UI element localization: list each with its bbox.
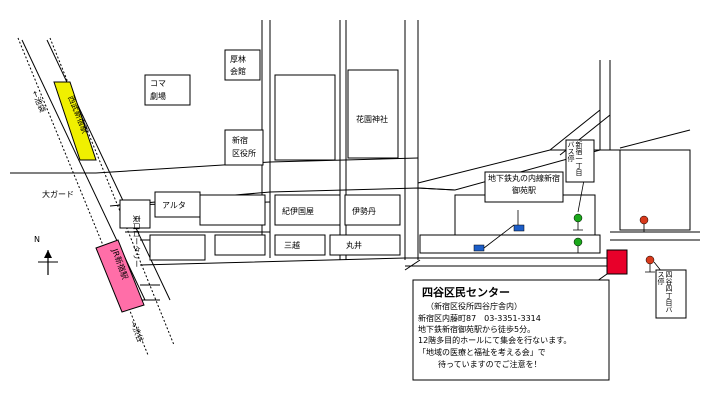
mitsukoshi-label: 三越 (284, 240, 300, 250)
north-arrow: N (34, 235, 58, 275)
bus-stop-icon (645, 255, 655, 265)
center-theme: 「地域の医療と福祉を考える会」で (418, 347, 546, 357)
signal-icon (573, 237, 583, 247)
gekijo-label: 劇場 (150, 91, 166, 101)
center-walk: 地下鉄新宿御苑駅から徒歩5分。 (418, 324, 535, 334)
kita-label: ←池袋 (30, 89, 48, 114)
subway-exits (473, 210, 525, 252)
mori-label: 厚林 (230, 54, 246, 64)
subway-callout: 地下鉄丸の内線新宿御苑駅 (484, 171, 564, 203)
center-wait: 待っていますのでご注意を！ (438, 359, 542, 369)
center-meet: 12階多目的ホールにて集会を行ないます。 (418, 335, 571, 345)
subway-exit-1 (473, 244, 485, 252)
kinokuniya-label: 紀伊国屋 (282, 206, 314, 216)
bus-2-label: 四谷四丁目バス停 (657, 271, 673, 313)
center-title: 四谷区民センター (422, 285, 510, 299)
north-label: N (34, 235, 40, 244)
center-marker (606, 249, 628, 275)
isetan-label: 伊勢丹 (352, 206, 376, 216)
shibuya-label: →渋谷 (128, 319, 146, 344)
hanazono-label: 花園神社 (356, 114, 388, 124)
kuyakusho-label-1: 新宿 (232, 135, 248, 145)
bus-stops (577, 179, 663, 273)
marui-label: 丸井 (346, 240, 362, 250)
ogado-label: 大ガード (42, 189, 74, 199)
subway-exit-2 (513, 224, 525, 232)
bus-callout-1: 新宿一丁目バス停 (565, 139, 595, 183)
subway-label: 地下鉄丸の内線新宿御苑駅 (488, 174, 560, 195)
kuyakusho-label-2: 区役所 (232, 148, 256, 158)
traffic-signals (573, 213, 583, 254)
map-labels: コマ 劇場 厚林 会館 花園神社 新宿 区役所 大ガード ←池袋 →渋谷 アルタ… (30, 54, 388, 344)
center-address: 新宿区内藤町87 03-3351-3314 (418, 313, 541, 323)
info-box: 四谷区民センター （新宿区役所四谷庁舎内） 新宿区内藤町87 03-3351-3… (412, 279, 610, 381)
koma-label: コマ (150, 79, 166, 88)
kaikan-label: 会館 (230, 66, 246, 76)
signal-icon (573, 213, 583, 223)
higashiguchi-label: 東口ロータリー (132, 215, 142, 268)
bus-callout-2: 四谷四丁目バス停 (655, 269, 687, 319)
alta-label: アルタ (162, 201, 186, 210)
bus-1-label: 新宿一丁目バス停 (567, 141, 583, 176)
bus-stop-icon (639, 215, 649, 225)
center-sub: （新宿区役所四谷庁舎内） (426, 301, 522, 311)
